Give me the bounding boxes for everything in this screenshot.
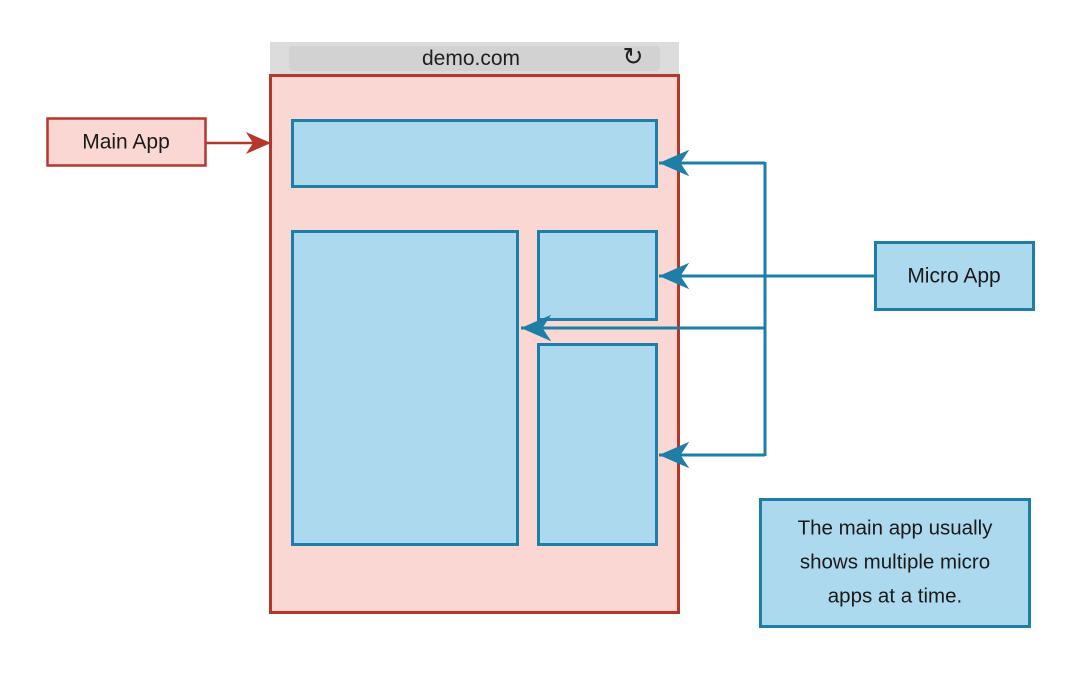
micro-app-panel-sidebar-bottom[interactable]	[537, 343, 658, 546]
micro-app-panel-sidebar-top[interactable]	[537, 230, 658, 321]
note-callout: The main app usually shows multiple micr…	[759, 498, 1031, 628]
main-app-label-box	[46, 117, 207, 167]
micro-app-panel-top-banner[interactable]	[291, 119, 658, 188]
note-line-2: shows multiple micro	[800, 550, 990, 573]
micro-app-panel-main-content[interactable]	[291, 230, 519, 546]
note-box	[759, 498, 1031, 628]
note-line-3: apps at a time.	[828, 584, 962, 607]
micro-app-annotation: Micro App	[521, 149, 1035, 469]
address-bar-url: demo.com	[422, 47, 520, 70]
note-line-1: The main app usually	[798, 516, 994, 539]
main-app-window: demo.com ↻	[269, 42, 680, 614]
micro-app-label-text: Micro App	[907, 265, 1000, 288]
micro-app-label-box	[874, 241, 1035, 311]
main-app-label-text: Main App	[82, 131, 170, 154]
address-bar-field[interactable]	[289, 46, 660, 71]
reload-icon[interactable]: ↻	[623, 42, 644, 71]
main-app-annotation: Main App	[46, 117, 271, 167]
